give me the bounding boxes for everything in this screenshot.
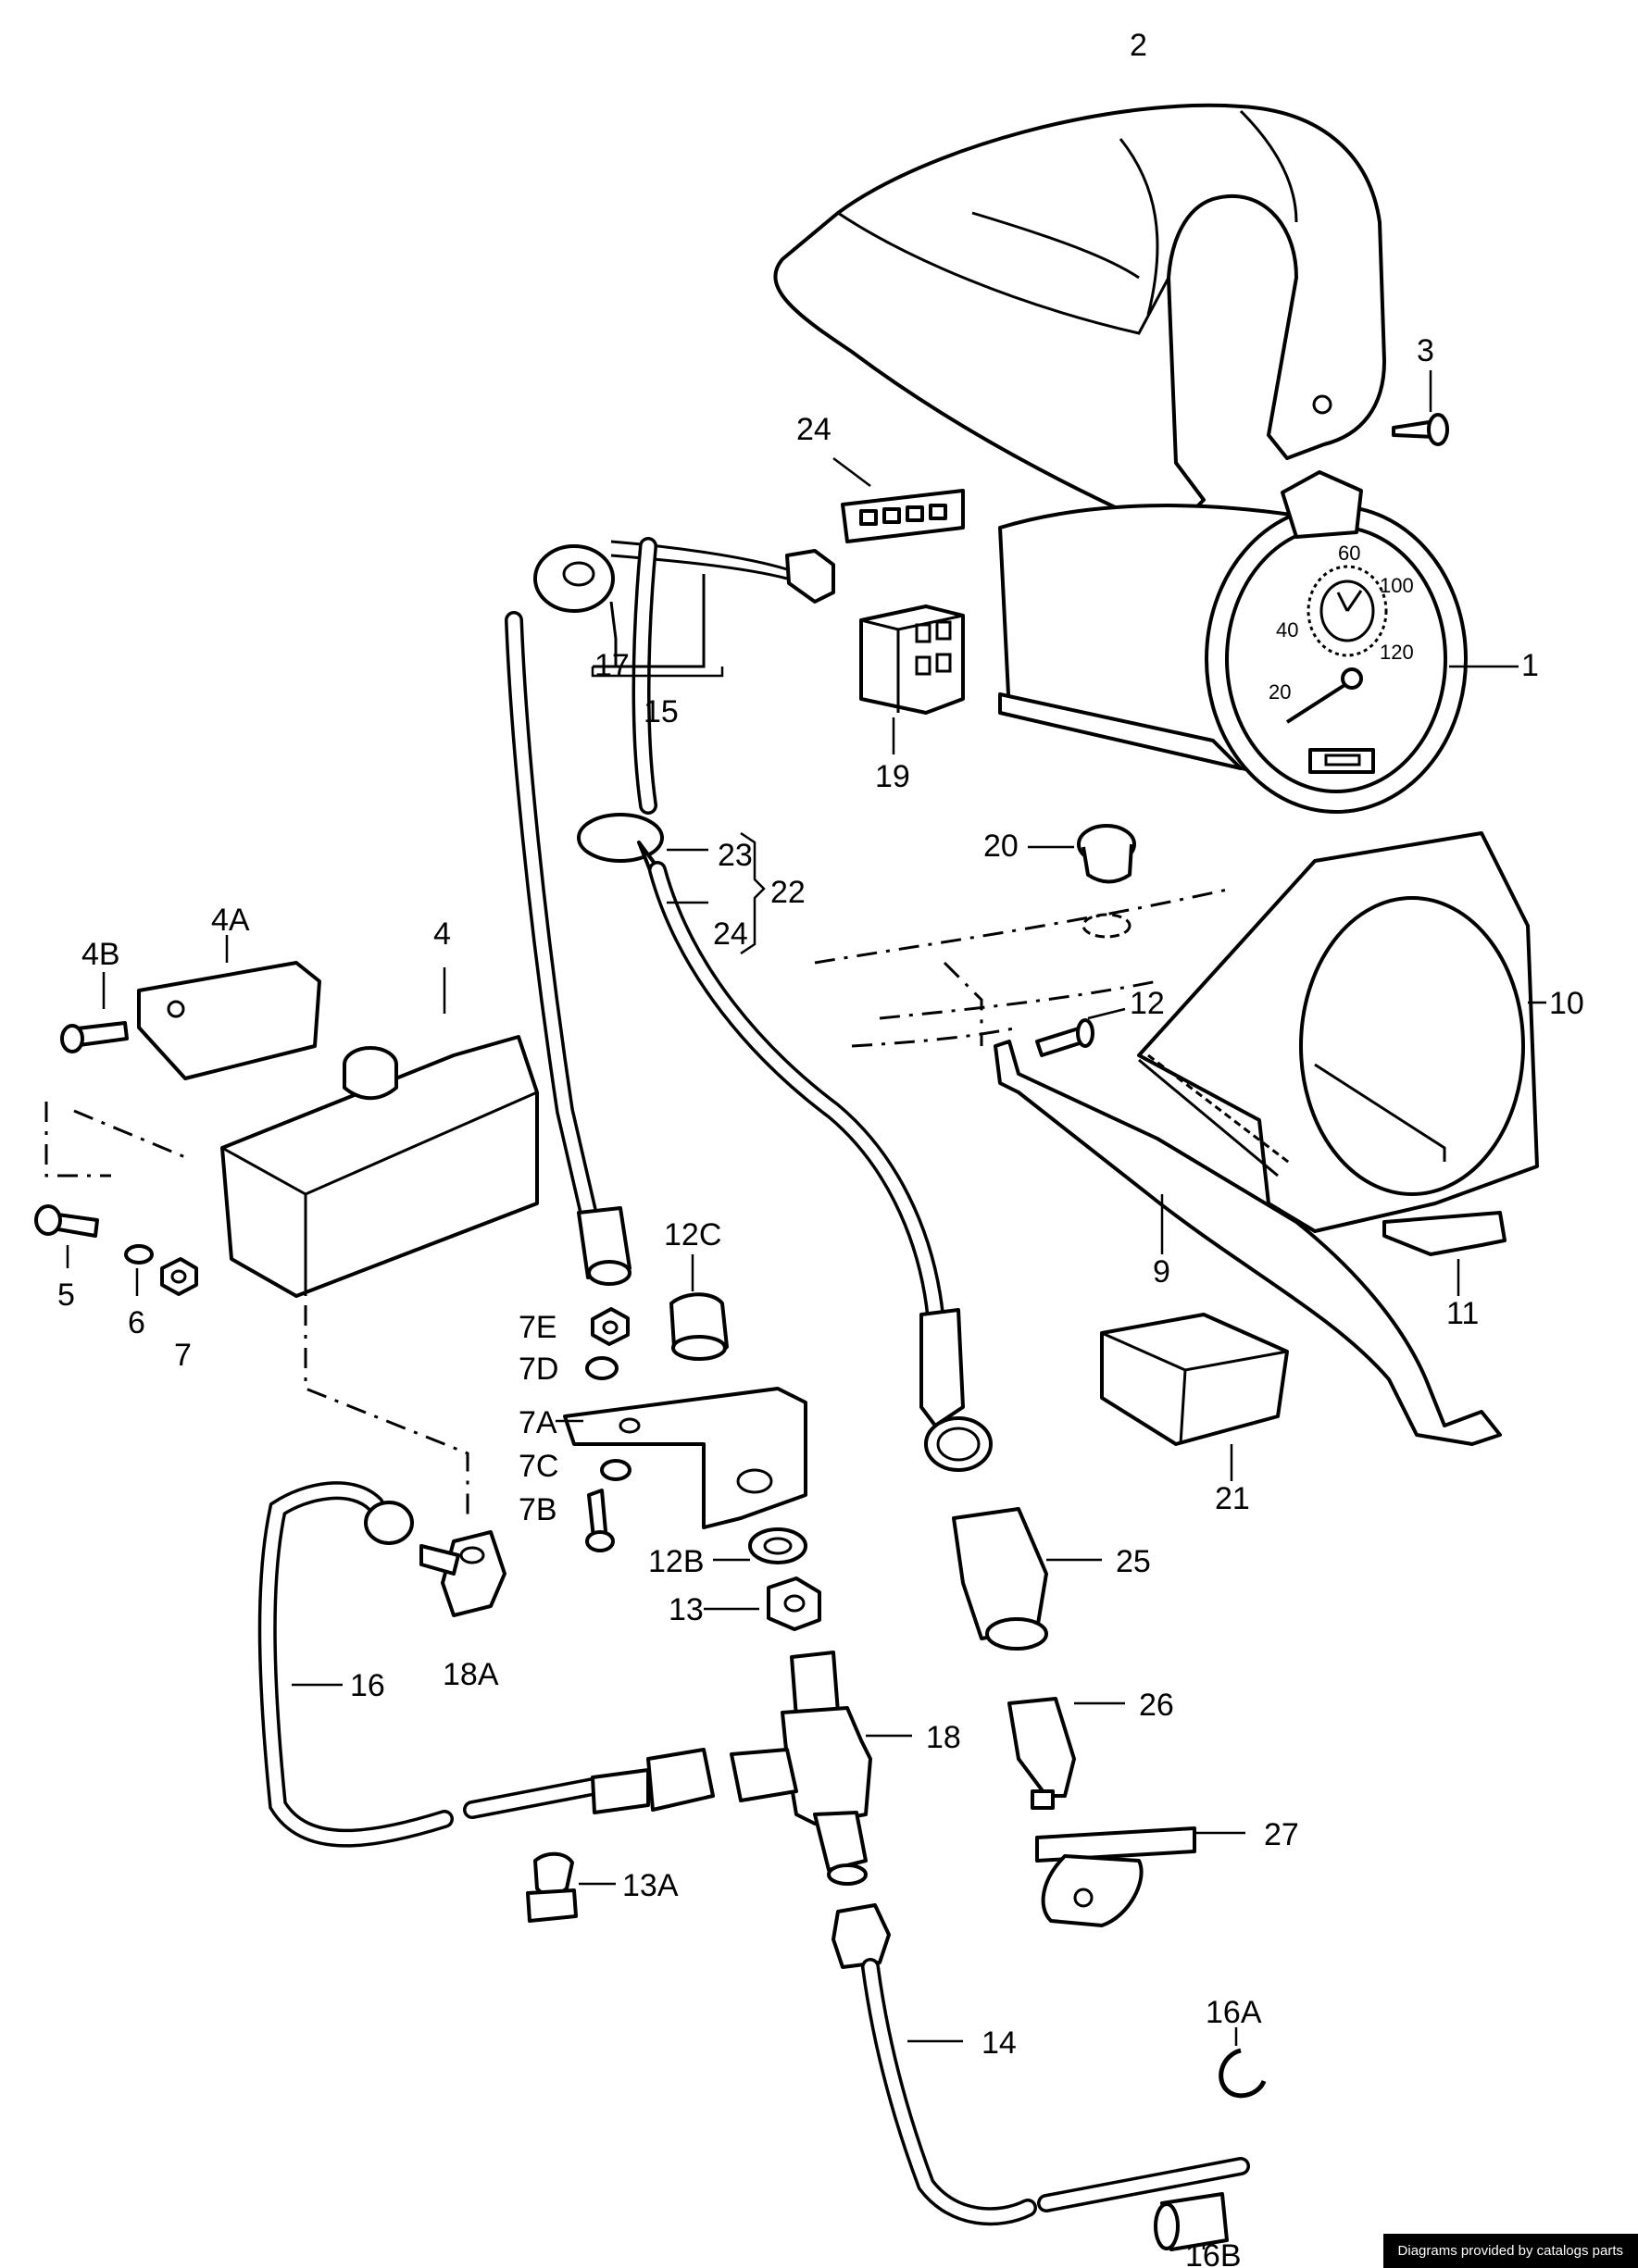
label-7A: 7A: [519, 1405, 557, 1440]
speedometer-cable-22: [648, 861, 993, 1472]
label-22: 22: [770, 875, 806, 910]
bracket-7A: [556, 1387, 807, 1529]
washer-7C: [600, 1459, 631, 1481]
nut-7E: [591, 1307, 630, 1346]
gauge-scale-100: 100: [1380, 574, 1414, 597]
gauge-scale-20: 20: [1269, 680, 1291, 704]
hose-14-end: [1037, 2157, 1250, 2212]
speedometer-gauge: 20 40 60 100 120: [998, 470, 1519, 814]
screw-7B: [585, 1489, 615, 1552]
cap-12C: [669, 1254, 729, 1361]
gauge-scale-60: 60: [1338, 542, 1360, 565]
label-11: 11: [1446, 1296, 1479, 1331]
connector-24-top: [832, 457, 965, 543]
bracket-27: [1035, 1826, 1245, 1927]
nut-7: [160, 1257, 198, 1296]
cable-15: [593, 537, 835, 815]
label-7: 7: [174, 1338, 192, 1373]
label-24-top: 24: [796, 412, 832, 447]
gauge-scale-120: 120: [1380, 641, 1414, 664]
nut-13: [704, 1576, 821, 1631]
label-12B: 12B: [648, 1544, 705, 1579]
grommet-17: [533, 544, 618, 668]
label-7C: 7C: [519, 1449, 558, 1484]
mount-lines: [304, 1305, 469, 1518]
dashboard-outline: [814, 887, 1232, 1048]
label-24: 24: [713, 916, 748, 952]
label-7D: 7D: [519, 1352, 558, 1387]
speedometer-cable-left: [505, 611, 631, 1286]
label-18A: 18A: [443, 1657, 499, 1692]
relay-19: [859, 604, 965, 754]
screw-3: [1392, 370, 1449, 446]
label-18: 18: [926, 1720, 961, 1755]
label-4B: 4B: [81, 937, 120, 972]
hose-16: [257, 1481, 454, 1848]
clip-11: [1382, 1211, 1507, 1296]
label-4: 4: [433, 916, 451, 952]
foam-pad-21: [1100, 1313, 1289, 1481]
clip-13A: [526, 1851, 616, 1923]
label-16: 16: [350, 1668, 385, 1703]
clip-16A: [1219, 2027, 1267, 2099]
label-7B: 7B: [519, 1492, 557, 1527]
label-17: 17: [594, 648, 630, 683]
bracket-9: [994, 1040, 1502, 1446]
sender-26: [1007, 1697, 1125, 1810]
gauge-scale-40: 40: [1276, 618, 1298, 642]
label-15: 15: [644, 694, 679, 729]
cap-20: [1028, 824, 1136, 939]
label-4A: 4A: [211, 903, 250, 938]
label-19: 19: [875, 759, 910, 794]
screw-12: [1035, 1007, 1126, 1057]
label-14: 14: [982, 2025, 1017, 2061]
bolt-5: [34, 1204, 99, 1268]
label-20: 20: [983, 829, 1019, 864]
grommet-12B: [713, 1527, 807, 1564]
adapter-25: [952, 1507, 1102, 1651]
label-12: 12: [1130, 986, 1165, 1021]
label-12C: 12C: [664, 1217, 721, 1252]
label-2: 2: [1130, 28, 1147, 63]
credit-banner: Diagrams provided by catalogs parts: [1382, 2234, 1638, 2268]
housing-10: [1137, 831, 1546, 1233]
bracket-outline-dashed: [44, 1102, 186, 1178]
instrument-hood: [773, 103, 1386, 557]
connector-hose-16: [463, 1748, 715, 1819]
label-9: 9: [1153, 1254, 1170, 1290]
label-27: 27: [1264, 1817, 1299, 1852]
label-23: 23: [718, 838, 753, 873]
label-21: 21: [1215, 1481, 1250, 1516]
brace-lines: [591, 667, 766, 955]
label-16B: 16B: [1185, 2238, 1242, 2268]
label-1: 1: [1521, 648, 1539, 683]
elbow-18A: [419, 1530, 506, 1617]
screw-4B: [60, 972, 129, 1053]
hose-14: [832, 1903, 1037, 2226]
t-fitting-18: [730, 1651, 912, 1886]
part-labels: 2 3 24 1 17 15 19 23 22 24 20 12 10 9 11…: [57, 28, 1584, 2268]
label-7E: 7E: [519, 1310, 557, 1345]
bracket-4A: [137, 935, 321, 1080]
label-25: 25: [1116, 1544, 1151, 1579]
label-26: 26: [1139, 1688, 1174, 1723]
filter-16B: [1154, 2192, 1229, 2251]
label-13: 13: [669, 1592, 704, 1627]
label-6: 6: [128, 1305, 145, 1340]
label-3: 3: [1417, 333, 1434, 368]
label-5: 5: [57, 1277, 75, 1313]
label-16A: 16A: [1206, 1995, 1262, 2030]
washer-6: [124, 1244, 154, 1296]
washer-7D: [585, 1356, 619, 1380]
label-10: 10: [1549, 986, 1584, 1021]
reservoir-4: [220, 967, 539, 1298]
label-13A: 13A: [622, 1868, 679, 1903]
